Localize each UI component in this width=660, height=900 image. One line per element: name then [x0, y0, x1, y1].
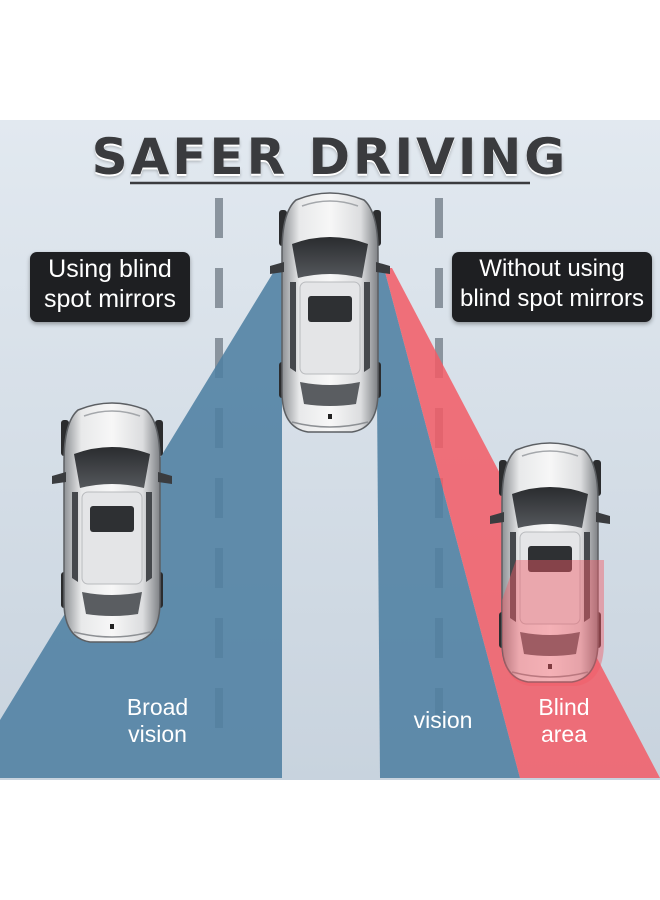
- blind-area-overlay: [502, 560, 604, 686]
- caption-blind-area: Blind area: [522, 694, 606, 748]
- caption-broad-vision: Broad vision: [110, 694, 205, 748]
- label-line: spot mirrors: [44, 285, 176, 313]
- center-car: [269, 192, 391, 433]
- label-line: blind spot mirrors: [459, 285, 645, 312]
- caption-line: Broad: [126, 694, 189, 720]
- label-using-mirrors: Using blind spot mirrors: [30, 252, 190, 322]
- left-car: [51, 402, 173, 643]
- vision-cone: [376, 268, 520, 778]
- caption-line: vision: [128, 721, 187, 747]
- caption-line: area: [540, 721, 588, 747]
- caption-vision: vision: [413, 707, 473, 733]
- page-title: SAFER DRIVING: [91, 128, 569, 186]
- label-without-mirrors: Without using blind spot mirrors: [452, 252, 652, 322]
- caption-line: Blind: [538, 694, 590, 720]
- label-line: Without using: [479, 255, 625, 282]
- label-line: Using blind: [48, 255, 172, 283]
